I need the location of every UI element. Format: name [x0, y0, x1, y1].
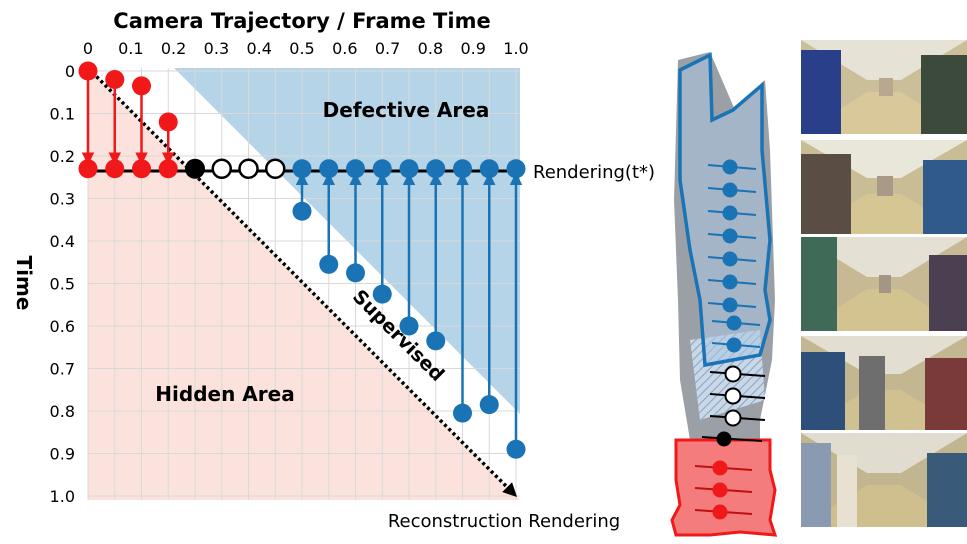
blue-render-point	[479, 159, 499, 179]
x-tick-label: 0.8	[418, 39, 443, 58]
blue-render-point	[426, 159, 446, 179]
x-tick-label: 0	[83, 39, 93, 58]
hallway-image-1	[801, 40, 967, 134]
blue-render-point	[346, 159, 365, 179]
blue-point	[346, 263, 365, 283]
scene-black-point	[716, 431, 732, 447]
hidden-area-label: Hidden Area	[155, 382, 294, 406]
y-tick-label: 0.3	[50, 190, 75, 209]
blue-point	[479, 395, 499, 415]
red-point	[132, 76, 151, 96]
red-render-point	[158, 159, 178, 179]
x-tick-label: 0.2	[161, 39, 186, 58]
x-tick-labels: 0 0.1 0.2 0.3 0.4 0.5 0.6 0.7 0.8 0.9 1.0	[83, 39, 529, 58]
scene-open-point	[724, 365, 742, 383]
x-tick-label: 1.0	[503, 39, 528, 58]
y-tick-label: 0	[65, 62, 75, 81]
scene-black-tick	[701, 436, 763, 442]
scene-blue-point	[722, 274, 738, 290]
blue-render-point	[399, 159, 419, 179]
blue-point	[426, 331, 446, 351]
blue-render-point	[506, 159, 526, 179]
chart-title: Camera Trajectory / Frame Time	[113, 9, 490, 33]
red-point	[105, 70, 125, 89]
open-point	[265, 158, 286, 179]
blue-point	[319, 254, 339, 274]
y-tick-label: 0.2	[50, 147, 75, 166]
y-tick-label: 1.0	[50, 487, 75, 506]
red-point	[78, 61, 98, 81]
frame-photo-5	[801, 433, 967, 527]
y-tick-label: 0.5	[50, 275, 75, 294]
x-tick-label: 0.1	[118, 39, 143, 58]
y-tick-label: 0.7	[50, 360, 75, 379]
sample-points	[78, 61, 526, 459]
supervised-diagonal	[86, 66, 518, 498]
y-tick-label: 0.6	[50, 317, 75, 336]
scene-red-point	[712, 460, 728, 476]
x-tick-label: 0.9	[460, 39, 485, 58]
hallway-image-2	[801, 140, 967, 234]
x-tick-label: 0.5	[289, 39, 314, 58]
hallway-image-3	[801, 237, 967, 331]
black-point	[185, 158, 205, 179]
y-tick-label: 0.1	[50, 105, 75, 124]
blue-point	[372, 284, 392, 304]
y-tick-label: 0.8	[50, 402, 75, 421]
scene-blue-point	[726, 315, 742, 331]
frame-photo-4	[801, 336, 967, 430]
frame-photo-1	[801, 40, 967, 134]
scene-blue-point	[722, 251, 738, 267]
x-tick-label: 0.6	[332, 39, 357, 58]
x-tick-label: 0.3	[204, 39, 229, 58]
scene-points	[694, 159, 766, 520]
scene-red-point	[712, 482, 728, 498]
blue-point	[399, 316, 419, 336]
scene-blue-point	[722, 297, 738, 313]
scene-blue-point	[722, 182, 738, 198]
blue-point	[453, 403, 472, 423]
hallway-image-4	[801, 336, 967, 430]
blue-render-point	[372, 159, 392, 179]
open-point	[211, 158, 232, 179]
y-axis-label: Time	[12, 256, 36, 311]
reconstruction-label: Reconstruction Rendering	[388, 511, 620, 532]
scene-open-point	[724, 387, 742, 405]
rendering-label: Rendering(t*)	[533, 162, 655, 183]
y-tick-label: 0.4	[50, 232, 75, 251]
x-tick-label: 0.4	[246, 39, 271, 58]
defective-area-label: Defective Area	[323, 98, 490, 122]
scene-reconstruction	[666, 52, 778, 538]
x-tick-label: 0.7	[375, 39, 400, 58]
blue-render-point	[319, 159, 339, 179]
grid	[87, 68, 520, 500]
open-point	[238, 158, 259, 179]
hallway-image-5	[801, 433, 967, 527]
blue-point	[292, 201, 312, 221]
y-tick-label: 0.9	[50, 445, 75, 464]
scene-blue-point	[722, 228, 738, 244]
blue-render-point	[453, 159, 472, 179]
frame-photo-2	[801, 140, 967, 234]
scene-blue-point	[722, 205, 738, 221]
red-render-point	[132, 159, 151, 179]
scene-open-point	[724, 409, 742, 427]
scene-blue-point	[726, 337, 742, 353]
y-tick-labels: 0 0.1 0.2 0.3 0.4 0.5 0.6 0.7 0.8 0.9 1.0	[50, 62, 75, 506]
blue-render-point	[292, 159, 312, 179]
blue-point	[506, 439, 526, 459]
scene-red-point	[712, 504, 728, 520]
red-render-point	[78, 159, 98, 179]
frame-photo-3	[801, 237, 967, 331]
scene-blue-point	[722, 159, 738, 175]
red-point	[158, 112, 178, 132]
red-render-point	[105, 159, 125, 179]
